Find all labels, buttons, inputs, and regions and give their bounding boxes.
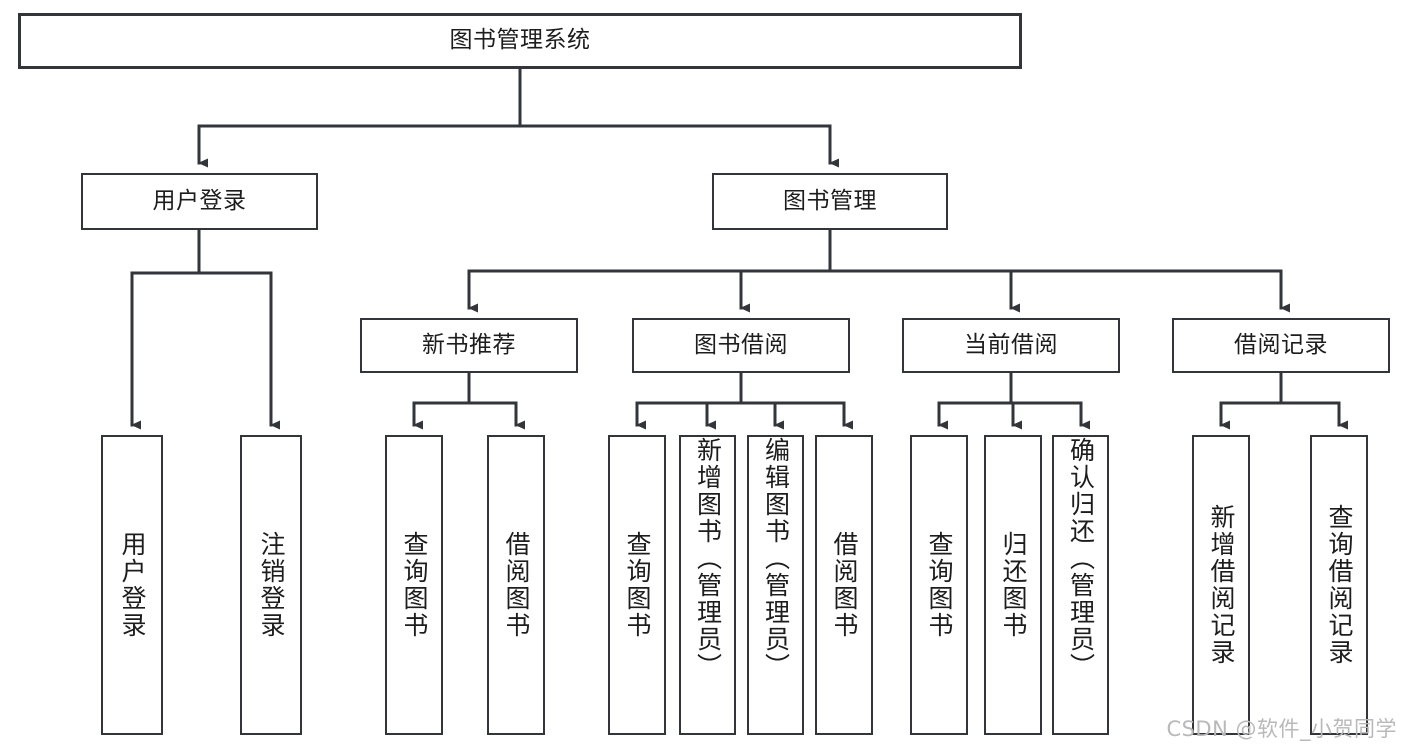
node-root-label: 图书管理系统 xyxy=(449,27,591,54)
leaf-record-add-record-label: 新增借阅记录 xyxy=(1207,504,1236,666)
leaf-current-query-book-label: 查询图书 xyxy=(925,531,954,639)
node-user-login[interactable]: 用户登录 xyxy=(81,173,318,230)
leaf-newbook-query-book-label: 查询图书 xyxy=(400,531,429,639)
leaf-borrow-edit-book-admin[interactable]: 编辑图书（管理员） xyxy=(747,435,804,735)
leaf-borrow-query-book-label: 查询图书 xyxy=(623,531,652,639)
node-book-borrow-label: 图书借阅 xyxy=(694,331,788,358)
leaf-borrow-lend-book-label: 借阅图书 xyxy=(830,531,859,639)
leaf-newbook-borrow-book[interactable]: 借阅图书 xyxy=(487,435,545,735)
leaf-borrow-add-book-admin[interactable]: 新增图书（管理员） xyxy=(679,435,736,735)
node-book-borrow[interactable]: 图书借阅 xyxy=(632,318,850,373)
node-book-management-label: 图书管理 xyxy=(783,187,877,214)
leaf-user-logout-label: 注销登录 xyxy=(257,531,286,639)
node-root-system[interactable]: 图书管理系统 xyxy=(18,13,1022,69)
leaf-borrow-add-book-admin-label: 新增图书（管理员） xyxy=(693,437,723,680)
node-borrow-record[interactable]: 借阅记录 xyxy=(1172,318,1390,373)
leaf-current-return-book-label: 归还图书 xyxy=(999,531,1028,639)
leaf-user-login-label: 用户登录 xyxy=(118,531,147,639)
leaf-newbook-borrow-book-label: 借阅图书 xyxy=(502,531,531,639)
leaf-borrow-query-book[interactable]: 查询图书 xyxy=(608,435,666,735)
leaf-current-return-book[interactable]: 归还图书 xyxy=(984,435,1042,735)
leaf-record-query-record-label: 查询借阅记录 xyxy=(1325,504,1354,666)
node-user-login-label: 用户登录 xyxy=(152,187,247,214)
node-current-borrow[interactable]: 当前借阅 xyxy=(902,318,1120,373)
leaf-current-query-book[interactable]: 查询图书 xyxy=(910,435,968,735)
leaf-record-add-record[interactable]: 新增借阅记录 xyxy=(1192,435,1250,735)
leaf-current-confirm-return-admin[interactable]: 确认归还（管理员） xyxy=(1052,435,1109,735)
node-borrow-record-label: 借阅记录 xyxy=(1234,331,1328,358)
leaf-user-logout[interactable]: 注销登录 xyxy=(240,435,302,735)
leaf-borrow-lend-book[interactable]: 借阅图书 xyxy=(815,435,873,735)
leaf-newbook-query-book[interactable]: 查询图书 xyxy=(385,435,443,735)
leaf-record-query-record[interactable]: 查询借阅记录 xyxy=(1310,435,1368,735)
node-current-borrow-label: 当前借阅 xyxy=(964,331,1058,358)
leaf-borrow-edit-book-admin-label: 编辑图书（管理员） xyxy=(761,437,791,680)
node-new-book-recommend-label: 新书推荐 xyxy=(422,331,516,358)
leaf-user-login[interactable]: 用户登录 xyxy=(101,435,163,735)
leaf-current-confirm-return-admin-label: 确认归还（管理员） xyxy=(1066,437,1096,680)
node-book-management[interactable]: 图书管理 xyxy=(712,173,948,230)
node-new-book-recommend[interactable]: 新书推荐 xyxy=(360,318,578,373)
